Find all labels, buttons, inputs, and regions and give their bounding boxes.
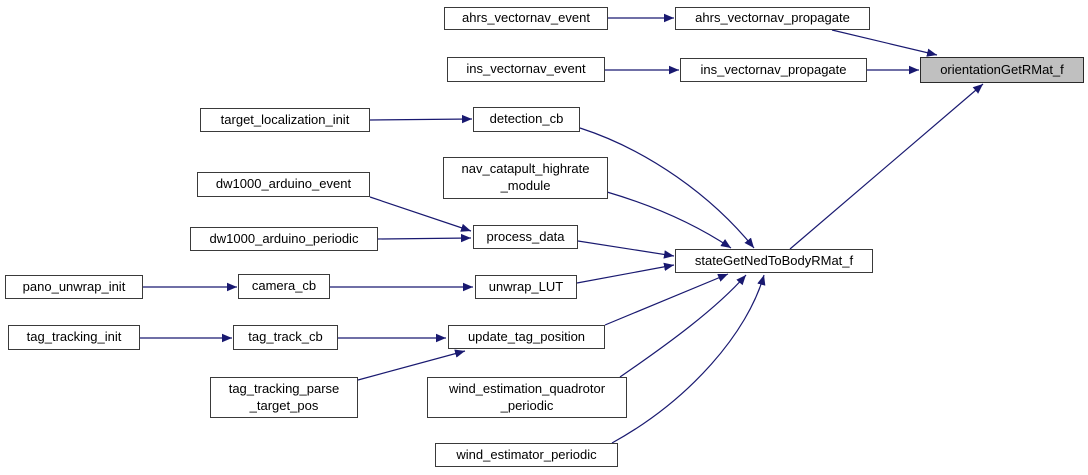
node-nav_catapult_highrate_module[interactable]: nav_catapult_highrate _module — [443, 157, 608, 199]
node-label: ins_vectornav_event — [466, 61, 586, 77]
node-label: ahrs_vectornav_propagate — [695, 10, 850, 26]
node-ahrs_vectornav_propagate[interactable]: ahrs_vectornav_propagate — [675, 7, 870, 30]
node-stateGetNedToBodyRMat_f[interactable]: stateGetNedToBodyRMat_f — [675, 249, 873, 273]
node-dw1000_arduino_event[interactable]: dw1000_arduino_event — [197, 172, 370, 197]
node-camera_cb[interactable]: camera_cb — [238, 274, 330, 299]
node-label: update_tag_position — [467, 328, 586, 344]
node-label: tag_tracking_parse _target_pos — [228, 380, 340, 413]
node-update_tag_position[interactable]: update_tag_position — [448, 325, 605, 349]
node-label: wind_estimator_periodic — [456, 446, 597, 462]
node-label: dw1000_arduino_periodic — [209, 230, 359, 246]
edge-nav_catapult_highrate_module-stateGetNedToBodyRMat_f — [606, 191, 732, 249]
node-wind_estimation_quadrotor_periodic[interactable]: wind_estimation_quadrotor _periodic — [427, 377, 627, 418]
node-tag_track_cb[interactable]: tag_track_cb — [233, 325, 338, 350]
node-label: camera_cb — [251, 278, 317, 294]
node-detection_cb[interactable]: detection_cb — [473, 107, 580, 132]
node-tag_tracking_init[interactable]: tag_tracking_init — [8, 325, 140, 350]
edge-dw1000_arduino_periodic-process_data — [377, 233, 472, 243]
edge-tag_tracking_parse_target_pos-update_tag_position — [357, 349, 466, 381]
node-orientationGetRMat_f: orientationGetRMat_f — [920, 57, 1084, 83]
edge-wind_estimator_periodic-stateGetNedToBodyRMat_f — [611, 274, 766, 444]
node-ins_vectornav_event[interactable]: ins_vectornav_event — [447, 57, 605, 82]
node-label: nav_catapult_highrate _module — [461, 161, 590, 193]
node-process_data[interactable]: process_data — [473, 225, 578, 249]
node-ahrs_vectornav_event[interactable]: ahrs_vectornav_event — [444, 7, 608, 30]
node-target_localization_init[interactable]: target_localization_init — [200, 108, 370, 132]
node-label: detection_cb — [489, 111, 564, 127]
node-label: orientationGetRMat_f — [940, 61, 1064, 77]
node-label: ahrs_vectornav_event — [462, 10, 590, 26]
node-ins_vectornav_propagate[interactable]: ins_vectornav_propagate — [680, 58, 867, 82]
node-dw1000_arduino_periodic[interactable]: dw1000_arduino_periodic — [190, 227, 378, 251]
node-label: stateGetNedToBodyRMat_f — [694, 252, 854, 268]
edge-dw1000_arduino_event-process_data — [369, 196, 472, 232]
node-unwrap_LUT[interactable]: unwrap_LUT — [475, 275, 577, 299]
node-label: tag_track_cb — [248, 329, 323, 345]
node-label: pano_unwrap_init — [22, 278, 126, 294]
edge-update_tag_position-stateGetNedToBodyRMat_f — [604, 273, 729, 326]
node-label: wind_estimation_quadrotor _periodic — [448, 380, 606, 413]
node-pano_unwrap_init[interactable]: pano_unwrap_init — [5, 275, 143, 299]
node-label: target_localization_init — [220, 111, 350, 127]
node-label: ins_vectornav_propagate — [700, 61, 847, 77]
edge-ahrs_vectornav_propagate-orientationGetRMat_f — [831, 29, 938, 57]
node-label: dw1000_arduino_event — [215, 176, 352, 192]
node-label: unwrap_LUT — [488, 278, 564, 294]
edge-target_localization_init-detection_cb — [369, 114, 473, 124]
node-label: process_data — [486, 228, 565, 244]
edge-process_data-stateGetNedToBodyRMat_f — [577, 240, 675, 259]
edge-detection_cb-stateGetNedToBodyRMat_f — [579, 127, 755, 249]
edge-wind_estimation_quadrotor_periodic-stateGetNedToBodyRMat_f — [619, 274, 747, 378]
edge-unwrap_LUT-stateGetNedToBodyRMat_f — [576, 262, 675, 284]
node-label: tag_tracking_init — [26, 329, 122, 345]
node-wind_estimator_periodic[interactable]: wind_estimator_periodic — [435, 443, 618, 467]
edge-stateGetNedToBodyRMat_f-orientationGetRMat_f — [789, 83, 984, 250]
node-tag_tracking_parse_target_pos[interactable]: tag_tracking_parse _target_pos — [210, 377, 358, 418]
